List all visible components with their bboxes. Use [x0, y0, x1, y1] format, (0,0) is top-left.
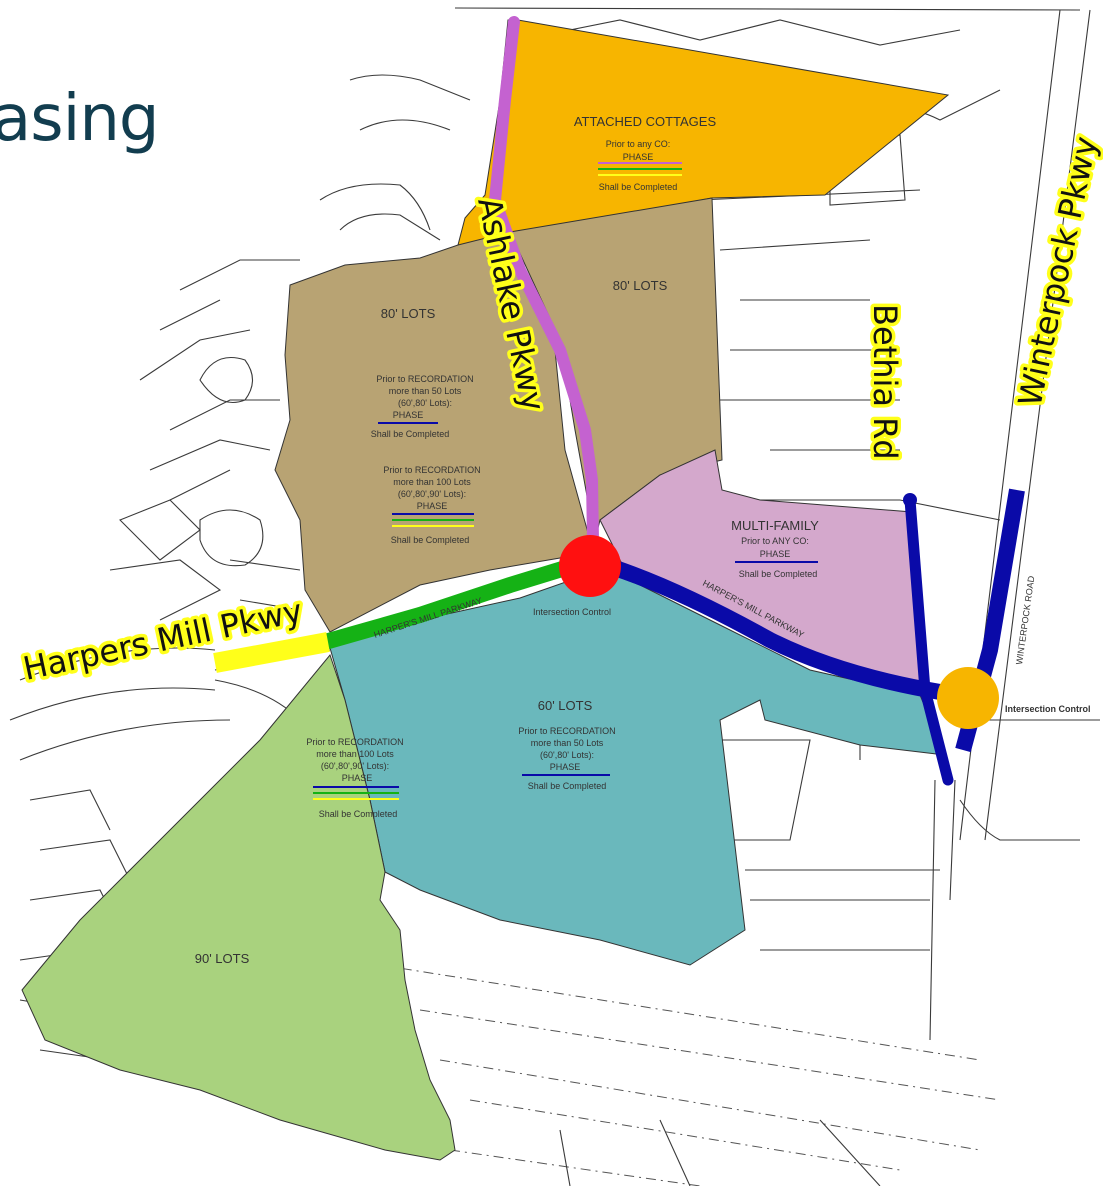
lots-90-notes: Prior to RECORDATION more than 100 Lots … — [195, 737, 404, 966]
parcel-90-lots — [21, 653, 456, 1161]
lots-60-line1: Prior to RECORDATION — [518, 726, 615, 736]
lots-80-west-c1-line3: (60',80' Lots): — [398, 398, 452, 408]
lots-80-east-name: 80' LOTS — [613, 278, 668, 293]
lots-90-line1: Prior to RECORDATION — [306, 737, 403, 747]
bethia-rd-end-marker — [903, 493, 917, 507]
lots-90-line2: more than 100 Lots — [316, 749, 394, 759]
parcel-80-lots-west — [274, 231, 591, 633]
background-linework — [9, 7, 1100, 1186]
lots-60-done: Shall be Completed — [528, 781, 607, 791]
winterpock-cad-label: WINTERPOCK ROAD — [1014, 575, 1036, 666]
attached-cottages-phase: PHASE — [623, 152, 654, 162]
harpers-mill-pkwy-label: Harpers Mill Pkwy — [20, 592, 306, 688]
lots-60-line3: (60',80' Lots): — [540, 750, 594, 760]
lots-60-line2: more than 50 Lots — [531, 738, 604, 748]
harpers-mill-pkwy-yellow-segment — [213, 632, 330, 673]
bethia-rd-label: Bethia Rd — [866, 304, 904, 460]
lots-80-west-name: 80' LOTS — [381, 306, 436, 321]
lots-80-west-c2-phase: PHASE — [417, 501, 448, 511]
ashlake-pkwy-segment — [488, 16, 599, 546]
multi-family-notes: MULTI-FAMILY Prior to ANY CO: PHASE Shal… — [731, 518, 819, 579]
intersection-control-center-label: Intersection Control — [533, 607, 611, 617]
lots-90-phase: PHASE — [342, 773, 373, 783]
lots-80-west-c2-line1: Prior to RECORDATION — [383, 465, 480, 475]
multi-family-condition: Prior to ANY CO: — [741, 536, 809, 546]
intersection-control-east-marker — [937, 667, 999, 729]
lots-80-west-notes: 80' LOTS Prior to RECORDATION more than … — [371, 306, 481, 545]
attached-cottages-done: Shall be Completed — [599, 182, 678, 192]
winterpock-pkwy-label: Winterpock Pkwy — [1011, 133, 1103, 410]
lots-60-name: 60' LOTS — [538, 698, 593, 713]
bethia-rd-segment — [904, 494, 954, 786]
attached-cottages-name: ATTACHED COTTAGES — [574, 114, 717, 129]
lots-80-west-c1-done: Shall be Completed — [371, 429, 450, 439]
lots-80-west-c1-phase: PHASE — [393, 410, 424, 420]
lots-90-line3: (60',80',90' Lots): — [321, 761, 389, 771]
slide-title-fragment: asing — [0, 82, 160, 156]
attached-cottages-notes: ATTACHED COTTAGES Prior to any CO: PHASE… — [574, 114, 717, 192]
attached-cottages-condition: Prior to any CO: — [606, 139, 671, 149]
multi-family-name: MULTI-FAMILY — [731, 518, 819, 533]
lots-80-west-c2-line3: (60',80',90' Lots): — [398, 489, 466, 499]
lots-90-name: 90' LOTS — [195, 951, 250, 966]
harpers-mill-pkwy-green-segment — [322, 554, 588, 650]
intersection-control-east-label: Intersection Control — [1005, 704, 1091, 714]
intersection-control-center-marker — [559, 535, 621, 597]
lots-60-notes: 60' LOTS Prior to RECORDATION more than … — [518, 698, 615, 791]
lots-60-phase: PHASE — [550, 762, 581, 772]
multi-family-phase: PHASE — [760, 549, 791, 559]
lots-80-west-c1-line2: more than 50 Lots — [389, 386, 462, 396]
lots-80-west-c1-line1: Prior to RECORDATION — [376, 374, 473, 384]
lots-80-west-c2-line2: more than 100 Lots — [393, 477, 471, 487]
lots-90-done: Shall be Completed — [319, 809, 398, 819]
multi-family-done: Shall be Completed — [739, 569, 818, 579]
lots-80-west-c2-done: Shall be Completed — [391, 535, 470, 545]
harpers-mill-pkwy-blue-segment — [612, 560, 942, 700]
